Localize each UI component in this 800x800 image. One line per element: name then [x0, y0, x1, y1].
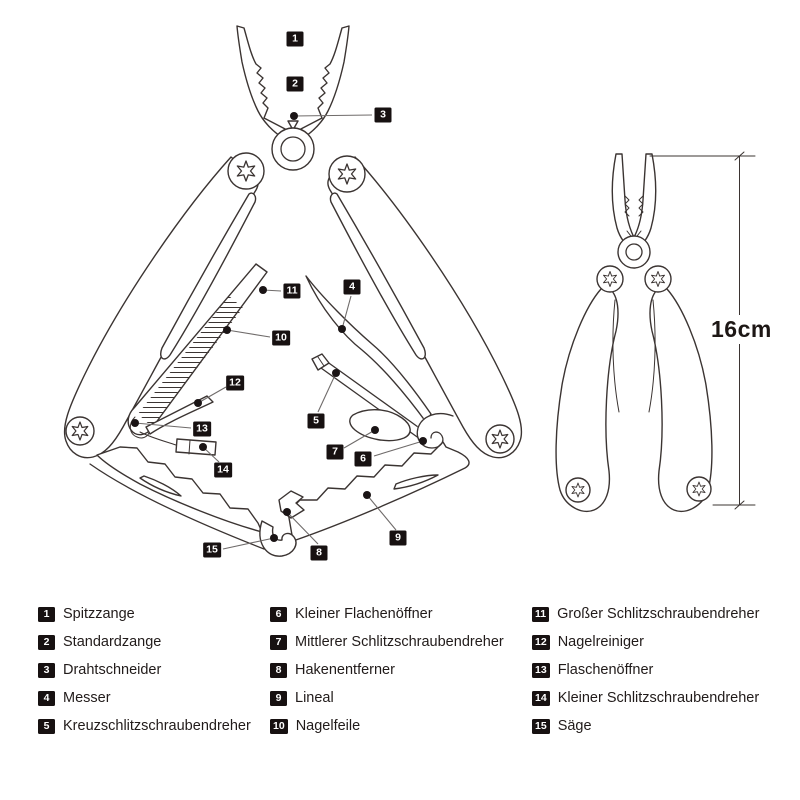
- legend-item-number: 9: [270, 690, 287, 706]
- wire-cutter-notch: [287, 120, 299, 131]
- legend-item-label: Großer Schlitzschraubendreher: [557, 606, 760, 622]
- torx-screw-right: [328, 155, 366, 193]
- side-pivot: [617, 235, 651, 269]
- legend-item-number: 5: [38, 718, 55, 734]
- legend-item-label: Mittlerer Schlitzschraubendreher: [295, 634, 504, 650]
- torx-screw-left: [227, 152, 265, 190]
- legend-item-label: Standardzange: [63, 634, 162, 650]
- legend-item: 8 Hakenentferner: [270, 656, 504, 684]
- legend-item: 14 Kleiner Schlitzschraubendreher: [532, 684, 759, 712]
- side-view: [555, 151, 756, 512]
- marker-2: 2: [286, 76, 304, 92]
- legend-item: 11 Großer Schlitzschraubendreher: [532, 600, 759, 628]
- marker-4: 4: [343, 279, 361, 295]
- side-jaws: [611, 153, 657, 250]
- exploded-diagram: [63, 25, 523, 557]
- marker-14: 14: [214, 462, 232, 478]
- legend-item-label: Messer: [63, 690, 111, 706]
- marker-8: 8: [310, 545, 328, 561]
- marker-11: 11: [283, 283, 301, 299]
- legend-item-number: 1: [38, 606, 55, 622]
- marker-13: 13: [193, 421, 211, 437]
- legend-item: 9 Lineal: [270, 684, 504, 712]
- legend-item-label: Nagelfeile: [295, 718, 361, 734]
- legend-item: 12 Nagelreiniger: [532, 628, 759, 656]
- legend-item-number: 12: [532, 634, 550, 650]
- marker-1: 1: [286, 31, 304, 47]
- legend-item: 15 Säge: [532, 712, 759, 740]
- marker-5: 5: [307, 413, 325, 429]
- legend-item: 6 Kleiner Flachenöffner: [270, 600, 504, 628]
- legend-column-3: 11 Großer Schlitzschraubendreher 12 Nage…: [532, 600, 759, 740]
- side-handles: [555, 286, 713, 512]
- side-torx-bottom-left: [565, 477, 591, 503]
- side-torx-left: [596, 265, 624, 293]
- legend-item: 2 Standardzange: [38, 628, 251, 656]
- legend-item-number: 7: [270, 634, 287, 650]
- legend-item-label: Kleiner Flachenöffner: [295, 606, 433, 622]
- legend-column-2: 6 Kleiner Flachenöffner 7 Mittlerer Schl…: [270, 600, 504, 740]
- side-torx-right: [644, 265, 672, 293]
- pivot: [271, 127, 315, 171]
- legend-item-label: Säge: [557, 718, 592, 734]
- medium-flat-screwdriver: [349, 409, 411, 442]
- marker-6: 6: [354, 451, 372, 467]
- marker-12: 12: [226, 375, 244, 391]
- legend-item-number: 15: [532, 718, 550, 734]
- torx-screw-bottom-left: [65, 416, 95, 446]
- torx-screw-bottom-right: [485, 424, 515, 454]
- legend-item-label: Nagelreiniger: [557, 634, 644, 650]
- ruler-bar: [287, 441, 470, 542]
- saw-edge: [89, 446, 265, 550]
- legend-item-number: 6: [270, 606, 287, 622]
- legend-item-label: Kreuzschlitzschraubendreher: [63, 718, 251, 734]
- legend-item-number: 14: [532, 690, 550, 706]
- callout-leaders: [131, 112, 427, 550]
- legend-item-label: Hakenentferner: [295, 662, 395, 678]
- pliers-jaws: [236, 25, 350, 139]
- legend-item: 1 Spitzzange: [38, 600, 251, 628]
- legend-item: 5 Kreuzschlitzschraubendreher: [38, 712, 251, 740]
- legend-item-number: 13: [532, 662, 550, 678]
- legend-item-number: 11: [532, 606, 550, 622]
- legend-item-number: 3: [38, 662, 55, 678]
- legend-item-number: 8: [270, 662, 287, 678]
- legend-item-label: Drahtschneider: [63, 662, 162, 678]
- marker-3: 3: [374, 107, 392, 123]
- dimension-label: 16cm: [708, 315, 775, 344]
- legend-item-label: Flaschenöffner: [557, 662, 654, 678]
- marker-10: 10: [272, 330, 290, 346]
- right-handle: [327, 156, 523, 459]
- legend-item: 3 Drahtschneider: [38, 656, 251, 684]
- marker-9: 9: [389, 530, 407, 546]
- legend-item: 4 Messer: [38, 684, 251, 712]
- legend-item-label: Spitzzange: [63, 606, 135, 622]
- legend-item-label: Lineal: [295, 690, 334, 706]
- marker-15: 15: [203, 542, 221, 558]
- legend-item-label: Kleiner Schlitzschraubendreher: [557, 690, 760, 706]
- legend-item-number: 2: [38, 634, 55, 650]
- legend-item: 10 Nagelfeile: [270, 712, 504, 740]
- legend-item-number: 4: [38, 690, 55, 706]
- legend-item: 13 Flaschenöffner: [532, 656, 759, 684]
- marker-7: 7: [326, 444, 344, 460]
- legend-column-1: 1 Spitzzange 2 Standardzange 3 Drahtschn…: [38, 600, 251, 740]
- side-torx-bottom-right: [686, 476, 712, 502]
- legend-item-number: 10: [270, 718, 288, 734]
- small-flat-screwdriver: [139, 431, 217, 456]
- legend: 1 Spitzzange 2 Standardzange 3 Drahtschn…: [0, 600, 800, 750]
- legend-item: 7 Mittlerer Schlitzschraubendreher: [270, 628, 504, 656]
